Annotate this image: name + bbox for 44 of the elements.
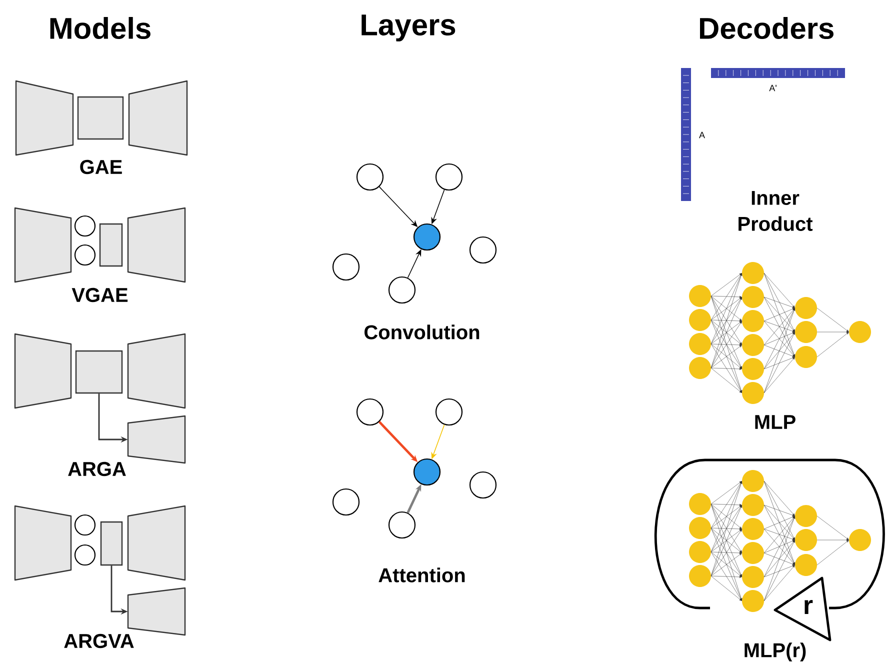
graph-node-circle (356, 398, 384, 426)
graph-node-circle (469, 236, 497, 264)
caption: MLP(r) (744, 642, 806, 662)
graph-node-circle (332, 488, 360, 516)
axis-label: A' (769, 84, 776, 92)
heading: Models (50, 16, 150, 40)
caption: ARGA (68, 462, 126, 476)
caption: Attention (378, 568, 465, 582)
graph-node-circle (356, 163, 384, 191)
caption: VGAE (72, 288, 128, 302)
encoder-trapezoid (15, 80, 74, 156)
target-node-circle (413, 458, 441, 486)
graph-node-circle (469, 471, 497, 499)
caption: ARGVA (64, 634, 134, 648)
decoder-trapezoid (127, 505, 186, 581)
graph-node-circle (435, 398, 463, 426)
graph-node-circle (388, 276, 416, 304)
decoder-trapezoid (128, 80, 188, 156)
latent-box (75, 350, 123, 394)
axis-label: A (699, 132, 705, 138)
decoder-trapezoid (127, 207, 186, 283)
encoder-trapezoid (14, 505, 72, 581)
latent-box (77, 96, 124, 140)
heading: Layers (362, 14, 456, 42)
distribution-circle (74, 544, 96, 566)
heading: Decoders (700, 16, 834, 40)
caption: Convolution (364, 324, 480, 340)
target-node-circle (413, 223, 441, 251)
caption: GAE (80, 160, 122, 174)
distribution-circle (74, 244, 96, 266)
distribution-circle (74, 215, 96, 237)
graph-node-circle (435, 163, 463, 191)
discriminator-trapezoid (127, 415, 186, 464)
encoder-trapezoid (14, 207, 72, 283)
caption: Inner Product (738, 191, 813, 231)
caption: MLP (755, 415, 796, 429)
latent-box (100, 521, 123, 566)
triangle-label: r (774, 576, 832, 642)
latent-box (99, 223, 123, 267)
distribution-circle (74, 514, 96, 536)
encoder-trapezoid (14, 333, 72, 409)
decoder-trapezoid (127, 333, 186, 409)
graph-node-circle (388, 511, 416, 539)
graph-node-circle (332, 253, 360, 281)
